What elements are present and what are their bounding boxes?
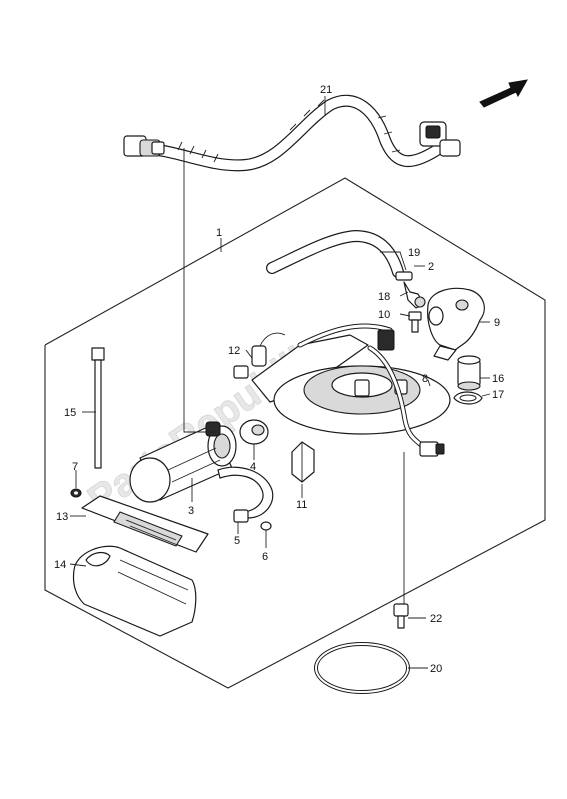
- arrow-icon: [479, 79, 528, 108]
- callout-20: 20: [430, 663, 442, 675]
- callout-11: 11: [296, 499, 307, 511]
- pump-bracket: [251, 323, 451, 457]
- grommet-4: [239, 419, 269, 445]
- callout-21: 21: [320, 84, 332, 96]
- o-ring-17: [453, 391, 483, 405]
- callout-12: 12: [228, 345, 240, 357]
- callout-1: 1: [216, 227, 222, 239]
- screw-6: [260, 521, 272, 540]
- callout-4: 4: [250, 461, 256, 473]
- callout-10: 10: [378, 309, 390, 321]
- callout-6: 6: [262, 551, 268, 563]
- callout-15: 15: [64, 407, 76, 419]
- outlet-housing: [427, 287, 485, 361]
- check-valve: [457, 355, 481, 391]
- callout-16: 16: [492, 373, 504, 385]
- callout-18: 18: [378, 291, 390, 303]
- bolt-22: [393, 603, 409, 629]
- callout-8: 8: [422, 373, 428, 385]
- cushion-14: [72, 545, 197, 637]
- callout-9: 9: [494, 317, 500, 329]
- connector-12: [233, 332, 286, 379]
- callout-labels: 21 1 19 2 18 10 9 12 8 16 17 15 7 4 3 13…: [54, 84, 504, 675]
- callout-22: 22: [430, 613, 442, 625]
- bolt-10: [408, 311, 422, 333]
- callout-19: 19: [408, 247, 420, 259]
- filter-13: [81, 495, 209, 553]
- strap-5: [217, 466, 274, 523]
- callout-14: 14: [54, 559, 66, 571]
- callout-7: 7: [72, 461, 78, 473]
- callout-5: 5: [234, 535, 240, 547]
- callout-2: 2: [428, 261, 434, 273]
- clip-11: [291, 441, 315, 483]
- callout-3: 3: [188, 505, 194, 517]
- breather-hose: [266, 230, 404, 278]
- hose-clamp: [395, 271, 426, 309]
- assembly-frame: [44, 177, 546, 689]
- fuel-pump: [129, 421, 237, 503]
- gasket-20: [314, 642, 410, 694]
- cable-tie: [91, 347, 105, 469]
- leader-lines: [69, 96, 491, 669]
- callout-13: 13: [56, 511, 68, 523]
- washer-7: [70, 488, 82, 498]
- wiring-harness: [123, 94, 461, 172]
- callout-17: 17: [492, 389, 504, 401]
